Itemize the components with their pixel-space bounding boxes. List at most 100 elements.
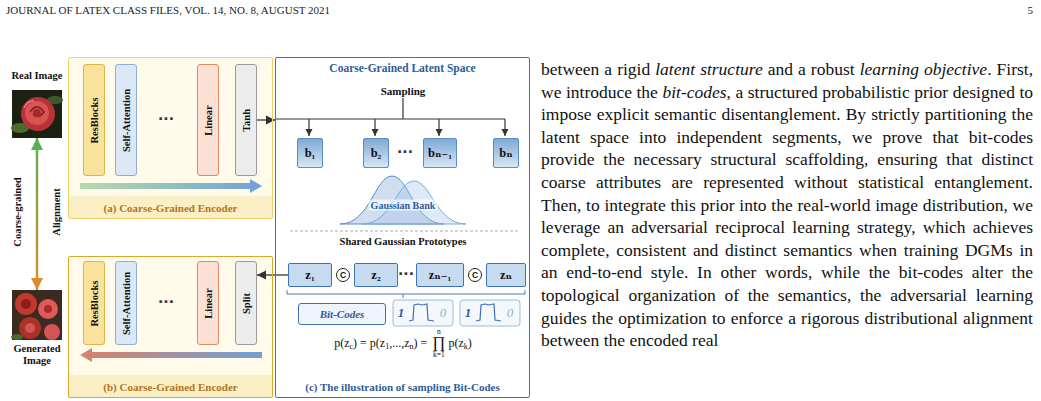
panel-fill (68, 256, 273, 398)
panel-caption: (c) The illustration of sampling Bit-Cod… (276, 381, 529, 393)
caption-strip (69, 196, 272, 218)
rose-petals (25, 101, 49, 125)
panel-title: Coarse-Grained Latent Space (276, 62, 529, 74)
rose-spiral (30, 107, 44, 117)
running-header: JOURNAL OF LATEX CLASS FILES, VOL. 14, N… (6, 4, 330, 16)
panel-fill (275, 57, 530, 398)
node-label: C (472, 270, 478, 280)
formula-subscript: n (410, 342, 414, 351)
formula-part: p(z (448, 336, 463, 351)
bit-codes-box: Bit-Codes (298, 303, 386, 325)
bit-code-box: bₙ₋₁ (423, 138, 457, 168)
resblocks-box: ResBlocks (83, 64, 105, 176)
activation-box: Split (235, 261, 257, 345)
rose-center (21, 299, 31, 309)
node-label: zₙ₋₁ (429, 267, 451, 283)
paragraph-text: latent structure (655, 59, 762, 79)
gaussian-curve (362, 181, 466, 224)
resblocks-box: ResBlocks (83, 261, 105, 345)
prototype-label: Shared Gaussian Prototypes (338, 236, 469, 247)
product-operator: n∏k=1 (432, 328, 445, 359)
bit-value: 1 (398, 305, 405, 321)
node-label: Self-Attention (121, 89, 132, 152)
page-number: 5 (1028, 4, 1034, 16)
tree-line (308, 119, 309, 136)
signal-wave (409, 304, 434, 321)
formula: p(zc) = p(z1,...,zn) =n∏k=1p(zk) (334, 328, 472, 359)
bit-value: 0 (440, 305, 447, 321)
formula-subscript: k (464, 342, 468, 351)
ellipsis: ··· (397, 144, 413, 160)
panel-fill (68, 57, 273, 219)
node-label: Split (241, 292, 252, 313)
brace (287, 290, 525, 298)
latent-code-box: z₁ (288, 263, 332, 287)
bit-value: 0 (507, 305, 514, 321)
generated-rose-photo (11, 290, 62, 340)
node-label: b₁ (305, 146, 316, 161)
node-label: b₂ (371, 146, 382, 161)
rose (38, 299, 58, 319)
node-label: z₂ (371, 268, 380, 283)
node-label: Self-Attention (121, 272, 132, 335)
node-label: z₁ (305, 268, 314, 283)
formula-part: ,...,z (389, 336, 409, 351)
tree-line (374, 119, 375, 136)
node-label: Tanh (241, 109, 252, 132)
signal-wave (476, 304, 501, 321)
tree-line (504, 119, 505, 136)
flow-arrow (80, 348, 262, 362)
encoder-panel: (a) Coarse-Grained Encoder ResBlocks Self-… (68, 57, 273, 219)
node-label: ResBlocks (89, 280, 100, 326)
bit-code-box: b₂ (363, 138, 389, 168)
alignment-label: Coarse-grained (12, 177, 23, 246)
photo-ground (12, 290, 62, 340)
linear-box: Linear (197, 64, 219, 176)
image-node: Generated Image (12, 290, 62, 340)
node-label: C (340, 270, 346, 280)
formula-part: ) (468, 336, 472, 351)
sampling-label: Sampling (381, 85, 426, 97)
formula-subscript: 1 (385, 342, 389, 351)
leaf (11, 334, 23, 340)
alignment-label: Alignment (51, 188, 62, 235)
node-label: Linear (203, 105, 214, 135)
formula-operator: ∏ (432, 335, 445, 351)
formula-part: p(z (334, 336, 349, 351)
rose (15, 293, 37, 315)
formula-limit: n (437, 328, 441, 336)
image-node: Real Image (12, 90, 62, 138)
attention-box: Self-Attention (115, 64, 137, 176)
latent-code-box: zₙ₋₁ (416, 263, 464, 287)
panel-caption: (a) Coarse-Grained Encoder (69, 202, 272, 214)
rose-center (33, 109, 41, 117)
paragraph-text: , a structured probabilistic prior desig… (541, 82, 1033, 351)
concat-circle: C (336, 268, 350, 282)
ellipsis: ··· (158, 294, 174, 310)
panel-caption: (b) Coarse-Grained Encoder (69, 381, 272, 393)
bit-code-box: b₁ (297, 138, 323, 168)
rose-center (44, 305, 52, 313)
divider-line (290, 231, 520, 232)
tree-line (438, 119, 439, 136)
signal-box (460, 300, 520, 326)
node-label: zₙ (500, 267, 512, 283)
flow-arrow (80, 179, 262, 193)
node-label: Bit-Codes (320, 308, 365, 320)
caption-strip (69, 375, 272, 397)
concat-circle: C (468, 268, 482, 282)
linear-box: Linear (197, 261, 219, 345)
formula-subscript: c (350, 342, 354, 351)
real-rose-photo (11, 90, 63, 138)
node-label: bₙ (499, 145, 512, 161)
gaussian-bank-label: Gaussian Bank (369, 200, 438, 211)
photo-ground (12, 90, 62, 138)
image-caption: Generated Image (4, 343, 70, 367)
latent-code-box: z₂ (354, 263, 398, 287)
rose-center (25, 323, 35, 333)
bit-value: 1 (465, 305, 472, 321)
latent-code-box: zₙ (486, 263, 526, 287)
paragraph-text: bit-codes (662, 82, 726, 102)
tree-line (402, 98, 403, 119)
